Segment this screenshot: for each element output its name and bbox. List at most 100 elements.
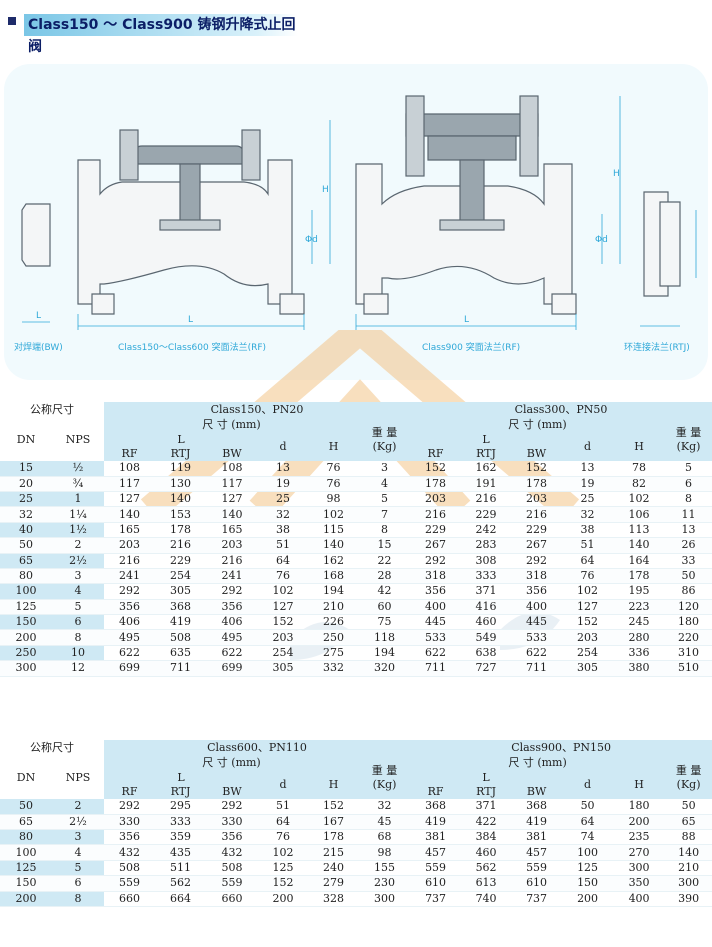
rtj-cell-a: 435	[155, 844, 206, 861]
rf-cell-b: 610	[410, 875, 462, 892]
h-cell-a: 240	[308, 860, 359, 877]
left-flange-foot-shape	[279, 293, 305, 315]
dn-header: DN	[0, 418, 52, 462]
d-cell-b: 102	[562, 583, 613, 600]
left-bolt-shape	[119, 129, 139, 181]
nps-cell: 3	[52, 829, 104, 846]
rf-cell-b: 318	[410, 568, 461, 585]
h-cell-b: 270	[613, 844, 666, 861]
bw-cell-b: 445	[511, 614, 562, 631]
bw-end-shape	[21, 203, 51, 267]
rtj-header-b: RTJ	[461, 446, 511, 462]
rtj-cell-b: 283	[461, 537, 511, 554]
dims-header-a: 尺 寸 (mm)	[104, 418, 359, 433]
bw-cell-b: 267	[511, 537, 562, 554]
d-cell-a: 102	[258, 583, 308, 600]
h-cell-a: 250	[308, 629, 359, 646]
rf-cell-a: 559	[104, 875, 155, 892]
d-cell-b: 25	[562, 491, 613, 508]
rf-cell-b: 419	[410, 814, 462, 830]
weight-cell-a: 42	[359, 583, 410, 600]
right-bonnet-shape	[427, 135, 517, 161]
rtj-cell-a: 295	[155, 799, 206, 815]
h-header-a-2: H	[308, 770, 359, 800]
bw-header-b-2: BW	[511, 784, 563, 800]
d-cell-a: 76	[258, 568, 308, 585]
left-body-shape	[77, 159, 293, 305]
rtj-cell-a: 216	[155, 537, 206, 554]
size-header-2: 公称尺寸	[0, 740, 104, 756]
rf-cell-a: 140	[104, 506, 155, 523]
rf-cell-b: 381	[410, 829, 462, 846]
nps-cell: 2	[52, 537, 104, 554]
bw-cell-a: 622	[206, 645, 258, 662]
weight-cell-b: 11	[665, 506, 712, 523]
d-cell-a: 32	[258, 506, 308, 523]
left-dim-l-label: L	[188, 315, 193, 325]
weight-cell-b: 50	[665, 799, 712, 815]
rtj-cell-a: 229	[155, 553, 206, 569]
caption-rtj: 环连接法兰(RTJ)	[624, 343, 690, 353]
bw-cell-b: 622	[511, 645, 562, 662]
h-cell-a: 167	[308, 814, 359, 830]
spec-table-class150-300: 公称尺寸 Class150、PN20 Class300、PN50 DN NPS …	[0, 402, 712, 677]
d-cell-b: 254	[562, 645, 613, 662]
rf-cell-b: 400	[410, 599, 461, 616]
dn-cell: 20	[0, 476, 52, 492]
rtj-cell-b: 416	[461, 599, 511, 616]
d-cell-a: 13	[258, 461, 308, 477]
rtj-cell-a: 119	[155, 461, 206, 477]
d-cell-a: 64	[258, 553, 308, 569]
dn-cell: 15	[0, 461, 52, 477]
weight-cell-a: 28	[359, 568, 410, 585]
bw-cell-a: 406	[206, 614, 258, 631]
bw-cell-a: 165	[206, 522, 258, 539]
dn-cell: 80	[0, 829, 52, 846]
left-dim-h-label: H	[322, 185, 329, 195]
rtj-cell-b: 216	[461, 491, 511, 508]
rf-cell-b: 292	[410, 553, 461, 569]
rtj-header-a-2: RTJ	[155, 784, 206, 800]
left-bolt2-shape	[241, 129, 261, 181]
rtj-cell-a: 711	[155, 660, 206, 677]
h-cell-b: 180	[613, 799, 666, 815]
d-cell-a: 25	[258, 491, 308, 508]
dn-cell: 150	[0, 614, 52, 631]
weight-cell-a: 32	[359, 799, 411, 815]
weight-cell-a: 5	[359, 491, 410, 508]
weight-cell-b: 50	[665, 568, 712, 585]
weight-cell-b: 140	[665, 844, 712, 861]
d-cell-b: 200	[562, 891, 614, 907]
bw-cell-a: 432	[206, 844, 258, 861]
weight-cell-a: 194	[359, 645, 410, 662]
rf-cell-a: 292	[104, 583, 155, 600]
d-cell-a: 51	[258, 537, 308, 554]
h-cell-a: 168	[308, 568, 359, 585]
weight-cell-a: 155	[359, 860, 411, 877]
h-cell-a: 328	[308, 891, 359, 907]
h-cell-a: 115	[308, 522, 359, 539]
d-header-a: d	[258, 432, 308, 462]
right-dim-l-label: L	[464, 315, 469, 325]
nps-header: NPS	[52, 418, 104, 462]
left-dim-d-label: Φd	[305, 235, 318, 245]
weight-cell-a: 68	[359, 829, 411, 846]
l-header-a: L	[104, 432, 258, 447]
d-cell-a: 64	[258, 814, 308, 830]
d-cell-b: 64	[562, 814, 614, 830]
nps-cell: 6	[52, 875, 104, 892]
dims-header-b: 尺 寸 (mm)	[410, 418, 665, 433]
d-cell-a: 305	[258, 660, 308, 677]
rf-header-b: RF	[410, 446, 461, 462]
class-b-header-2: Class900、PN150	[410, 740, 712, 756]
rtj-cell-a: 178	[155, 522, 206, 539]
class-a-header-2: Class600、PN110	[104, 740, 411, 756]
rtj-cell-b: 162	[461, 461, 511, 477]
weight-cell-b: 8	[665, 491, 712, 508]
